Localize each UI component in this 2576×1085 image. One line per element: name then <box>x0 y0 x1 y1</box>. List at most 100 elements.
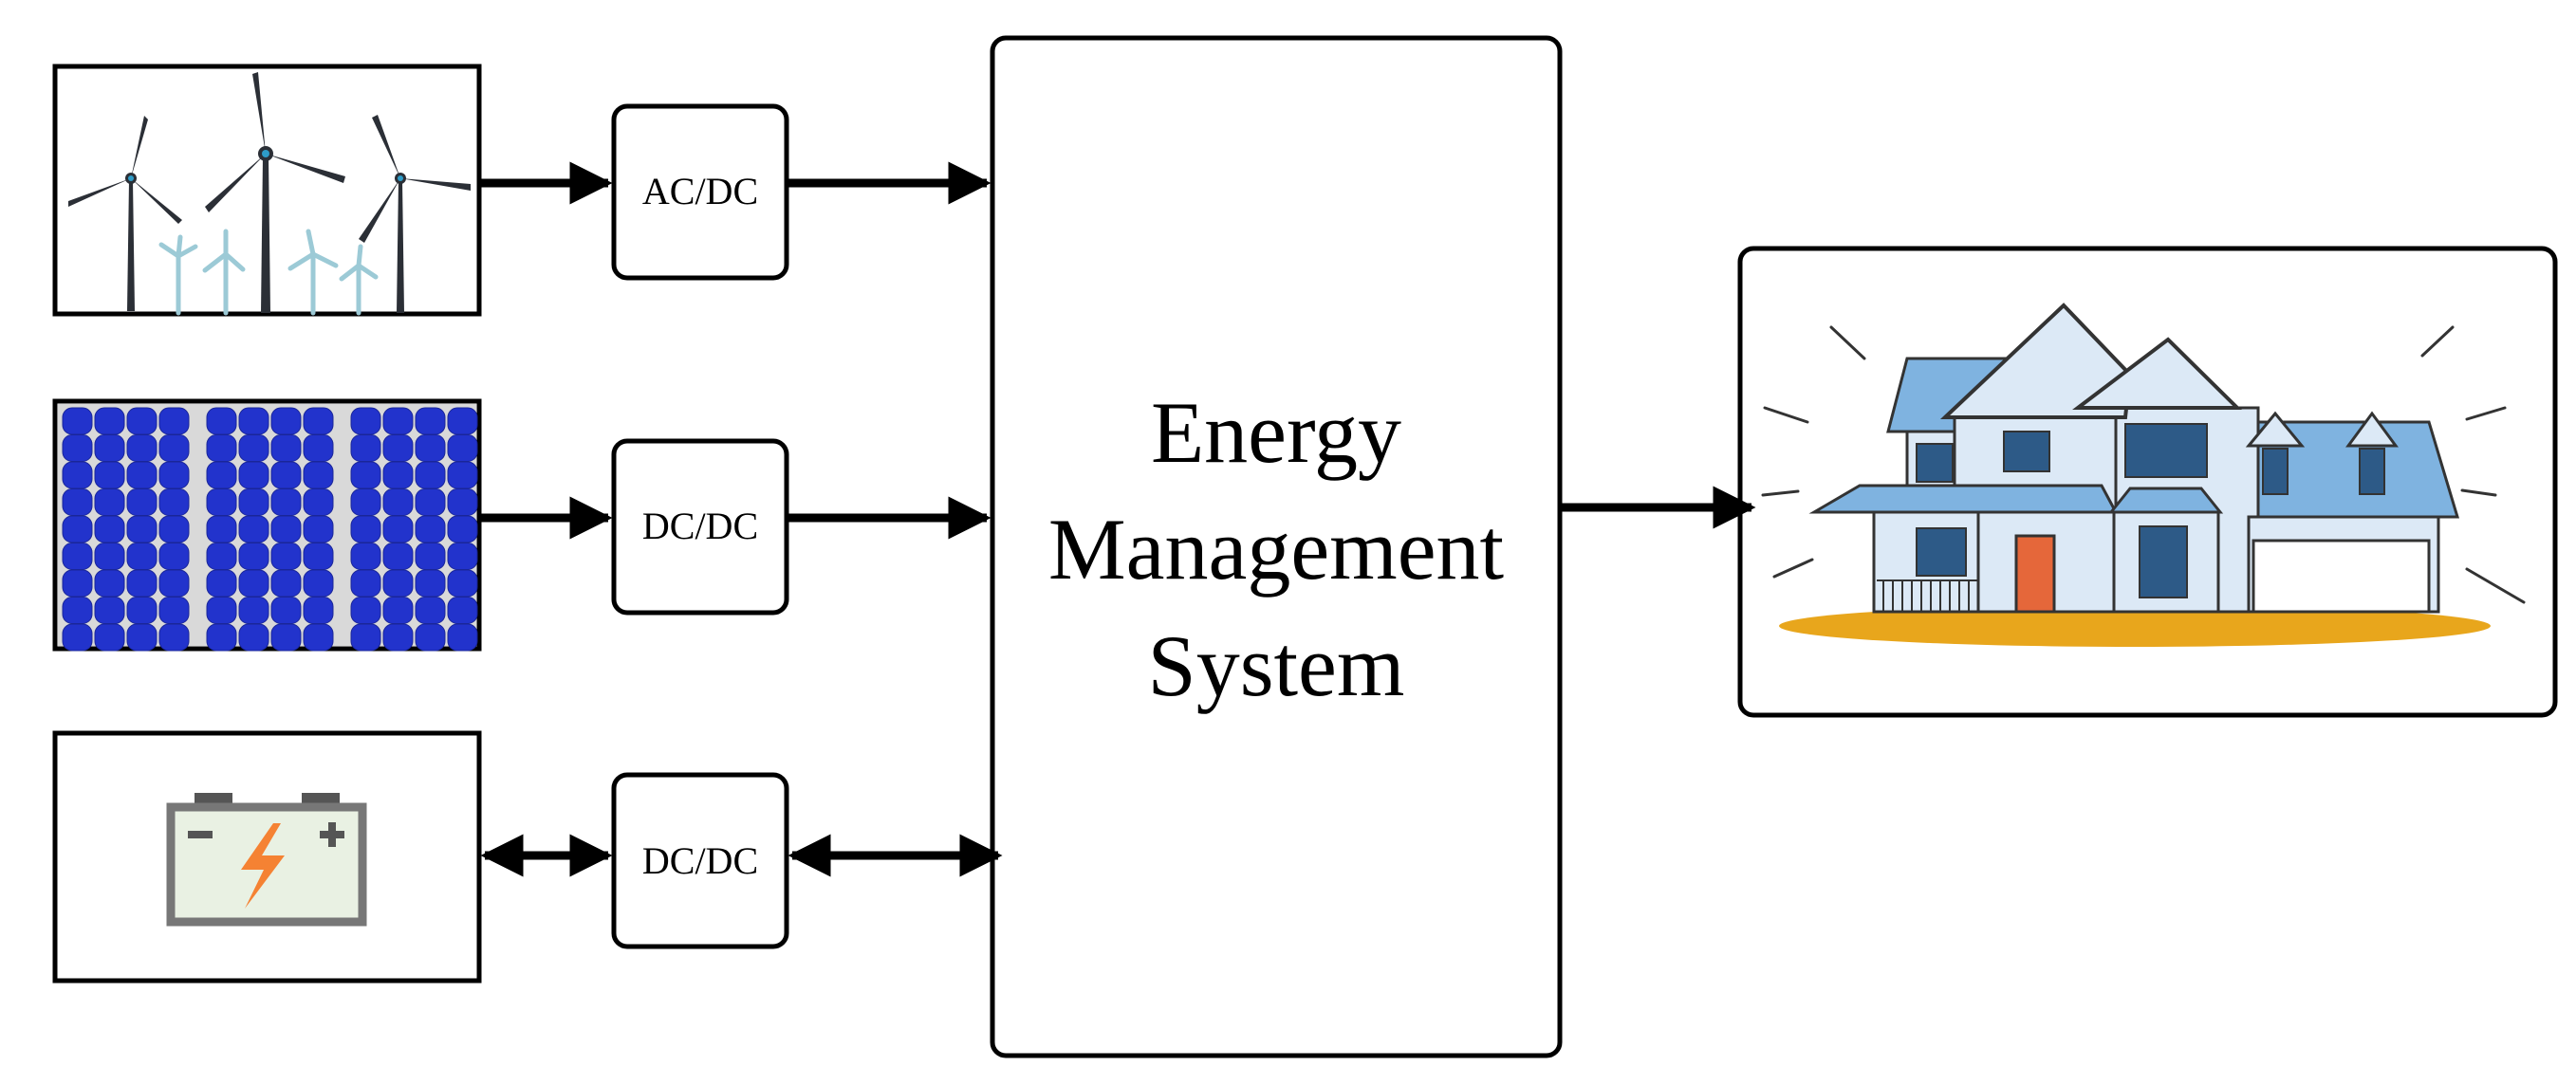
solar-cell <box>62 542 93 570</box>
solar-cell <box>158 542 190 570</box>
solar-cell <box>238 434 269 462</box>
solar-cell <box>126 623 158 652</box>
solar-cell <box>158 434 190 462</box>
solar-cell <box>303 623 334 652</box>
solar-cell <box>158 569 190 598</box>
solar-cell <box>94 407 125 435</box>
solar-cell <box>62 515 93 543</box>
house-load-box <box>1737 246 2558 718</box>
solar-cell <box>382 542 414 570</box>
solar-cell <box>415 461 446 489</box>
solar-cell <box>382 461 414 489</box>
solar-cell <box>206 542 237 570</box>
solar-cell <box>238 461 269 489</box>
battery-dc-dc-label: DC/DC <box>642 839 758 882</box>
solar-cell <box>126 488 158 516</box>
solar-cell <box>447 542 478 570</box>
solar-cell <box>350 488 381 516</box>
solar-cell <box>270 461 302 489</box>
solar-cell <box>382 407 414 435</box>
solar-dc-dc-label: DC/DC <box>642 505 758 547</box>
solar-cell <box>126 569 158 598</box>
solar-cell <box>94 515 125 543</box>
solar-cell <box>206 515 237 543</box>
solar-cell <box>303 542 334 570</box>
solar-cell <box>158 488 190 516</box>
solar-cell <box>238 623 269 652</box>
solar-cell <box>126 407 158 435</box>
solar-dc-dc-converter: DC/DC <box>611 438 789 616</box>
ac-dc-converter: AC/DC <box>611 103 789 281</box>
solar-cell <box>62 623 93 652</box>
connection-arrows <box>479 161 1756 877</box>
solar-cell <box>62 434 93 462</box>
solar-cell <box>94 597 125 624</box>
solar-cell <box>158 623 190 652</box>
solar-cell <box>94 488 125 516</box>
solar-cell <box>350 623 381 652</box>
ems-title-line2: Management <box>1048 501 1505 598</box>
energy-management-system-box: Energy Management System <box>990 35 1563 1058</box>
solar-cell <box>270 542 302 570</box>
solar-cell <box>126 597 158 624</box>
solar-cell <box>270 407 302 435</box>
solar-cell <box>158 597 190 624</box>
solar-cell <box>238 488 269 516</box>
solar-cell <box>270 434 302 462</box>
ems-title-line1: Energy <box>1151 384 1401 481</box>
solar-cell <box>206 597 237 624</box>
solar-cell <box>206 488 237 516</box>
solar-cell <box>415 569 446 598</box>
solar-cell <box>126 434 158 462</box>
solar-cell <box>62 569 93 598</box>
solar-cell <box>415 407 446 435</box>
solar-cell <box>238 407 269 435</box>
solar-cell <box>126 461 158 489</box>
solar-cell <box>206 461 237 489</box>
ems-title-line3: System <box>1148 617 1405 714</box>
solar-cell <box>447 488 478 516</box>
solar-cell <box>415 434 446 462</box>
solar-cell <box>238 515 269 543</box>
solar-cell <box>94 461 125 489</box>
solar-cell <box>350 569 381 598</box>
solar-cell <box>303 434 334 462</box>
solar-cell <box>415 515 446 543</box>
solar-cell <box>382 597 414 624</box>
solar-cell <box>303 407 334 435</box>
solar-cell <box>94 434 125 462</box>
solar-cell <box>94 623 125 652</box>
solar-cell <box>126 542 158 570</box>
solar-cell <box>206 407 237 435</box>
solar-cell <box>350 597 381 624</box>
battery-icon <box>166 793 367 927</box>
solar-cell <box>415 623 446 652</box>
solar-cell <box>382 623 414 652</box>
wind-turbines-icon <box>68 72 471 316</box>
solar-cell <box>62 597 93 624</box>
solar-cell <box>382 569 414 598</box>
solar-cell <box>158 461 190 489</box>
solar-cell <box>350 515 381 543</box>
solar-cell <box>94 569 125 598</box>
wind-source-box <box>52 64 482 317</box>
solar-cell <box>350 542 381 570</box>
solar-cell <box>303 515 334 543</box>
solar-panel-icon <box>58 404 478 652</box>
solar-cell <box>382 515 414 543</box>
battery-source-box <box>52 730 482 984</box>
solar-cell <box>303 569 334 598</box>
solar-cell <box>303 488 334 516</box>
solar-cell <box>270 623 302 652</box>
solar-cell <box>447 569 478 598</box>
solar-cell <box>158 407 190 435</box>
solar-cell <box>447 434 478 462</box>
solar-cell <box>382 434 414 462</box>
solar-cell <box>126 515 158 543</box>
solar-cell <box>350 461 381 489</box>
solar-cell <box>350 434 381 462</box>
solar-cell <box>303 597 334 624</box>
solar-cell <box>62 407 93 435</box>
solar-cell <box>206 623 237 652</box>
